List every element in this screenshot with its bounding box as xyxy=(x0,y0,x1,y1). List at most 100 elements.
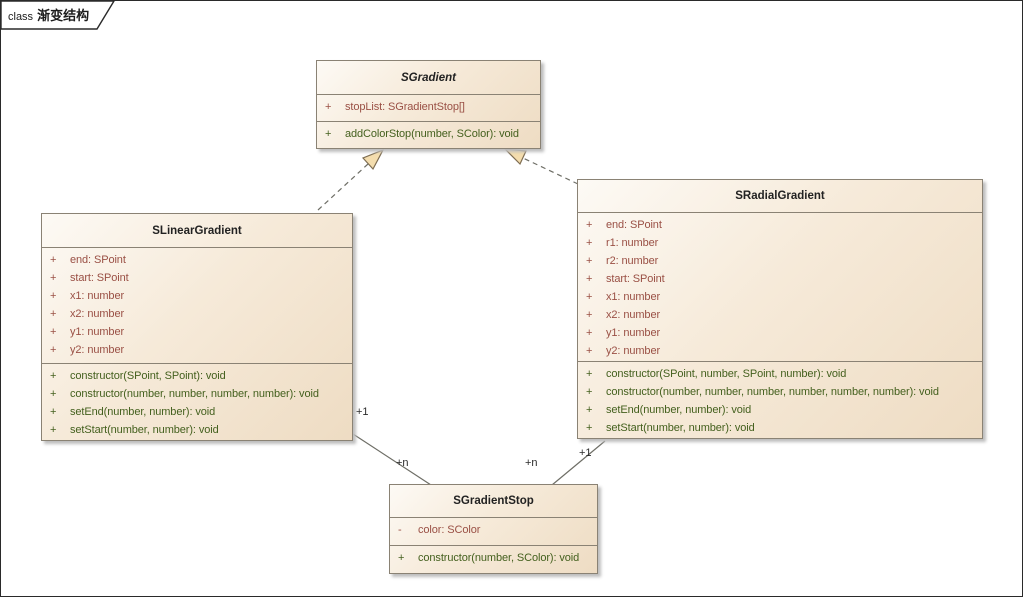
frame-tab-shape xyxy=(1,1,115,30)
attribute-text: end: SPoint xyxy=(606,219,662,231)
class-box-sgradientstop[interactable]: SGradientStop - color: SColor + constructo… xyxy=(389,484,598,574)
class-title: SLinearGradient xyxy=(42,214,352,247)
class-name: SGradient xyxy=(401,71,456,84)
method-text: constructor(SPoint, number, SPoint, numb… xyxy=(606,368,847,380)
multiplicity-label-radial-source: +1 xyxy=(579,447,592,459)
visibility-sign: + xyxy=(50,290,57,302)
multiplicity-label-linear-source: +1 xyxy=(356,406,369,418)
attribute-text: start: SPoint xyxy=(606,273,665,285)
method-row: + addColorStop(number, SColor): void xyxy=(317,125,540,143)
visibility-sign: + xyxy=(50,344,57,356)
visibility-sign: + xyxy=(586,255,593,267)
attribute-text: x2: number xyxy=(606,309,661,321)
attribute-row: + x2: number xyxy=(42,305,352,323)
visibility-sign: + xyxy=(50,308,57,320)
attribute-text: color: SColor xyxy=(418,524,481,536)
method-row: + constructor(number, SColor): void xyxy=(390,549,597,567)
attribute-text: r2: number xyxy=(606,255,659,267)
visibility-sign: + xyxy=(325,101,332,113)
methods-compartment: + constructor(number, SColor): void xyxy=(390,545,597,573)
visibility-sign: + xyxy=(586,237,593,249)
generalization-radial-to-gradient[interactable] xyxy=(503,148,579,185)
method-row: +setEnd(number, number): void xyxy=(578,401,982,419)
visibility-sign: + xyxy=(586,386,593,398)
attribute-text: y2: number xyxy=(70,344,125,356)
class-name: SRadialGradient xyxy=(735,190,825,202)
attribute-text: y2: number xyxy=(606,345,661,357)
methods-compartment: + constructor(SPoint, number, SPoint, num… xyxy=(578,361,982,438)
attribute-row: - color: SColor xyxy=(390,521,597,539)
attribute-row: + end: SPoint xyxy=(42,251,352,269)
class-box-sgradient[interactable]: SGradient + stopList: SGradientStop[] + ad… xyxy=(316,60,541,149)
attributes-compartment: - color: SColor xyxy=(390,517,597,545)
method-row: + setStart(number, number): void xyxy=(42,421,352,439)
method-text: constructor(number, SColor): void xyxy=(418,552,580,564)
visibility-sign: + xyxy=(50,254,57,266)
attribute-row: +start: SPoint xyxy=(42,269,352,287)
visibility-sign: + xyxy=(586,368,593,380)
method-text: constructor(number, number, number, numb… xyxy=(606,386,939,398)
method-text: setStart(number, number): void xyxy=(70,424,219,436)
attribute-row: + y1: number xyxy=(578,324,982,342)
class-title: SGradient xyxy=(317,61,540,94)
visibility-sign: + xyxy=(586,219,593,231)
method-row: + constructor(SPoint, number, SPoint, num… xyxy=(578,365,982,383)
attributes-compartment: +end: SPoint +start: SPoint +x1: number … xyxy=(42,247,352,363)
attribute-row: + y1: number xyxy=(42,323,352,341)
methods-compartment: + addColorStop(number, SColor): void xyxy=(317,121,540,148)
attribute-text: end: SPoint xyxy=(70,254,126,266)
attribute-row: +x1: number xyxy=(42,287,352,305)
class-name: SLinearGradient xyxy=(152,224,242,237)
visibility-sign: + xyxy=(586,422,593,434)
class-name: SGradientStop xyxy=(453,495,534,507)
attribute-row: + y2: number xyxy=(42,341,352,359)
visibility-sign: + xyxy=(50,326,57,338)
generalization-linear-to-gradient[interactable] xyxy=(317,148,385,211)
attribute-row: + x1: number xyxy=(578,288,982,306)
visibility-sign: + xyxy=(586,273,593,285)
attribute-text: stopList: SGradientStop[] xyxy=(345,101,465,113)
attributes-compartment: + end: SPoint + r1: number + r2: number + st… xyxy=(578,212,982,361)
attributes-compartment: + stopList: SGradientStop[] xyxy=(317,94,540,121)
attribute-row: + r1: number xyxy=(578,234,982,252)
visibility-sign: - xyxy=(398,524,402,536)
visibility-sign: + xyxy=(50,424,57,436)
attribute-text: y1: number xyxy=(606,327,661,339)
method-row: +constructor(SPoint, SPoint): void xyxy=(42,367,352,385)
class-box-sradialgradient[interactable]: SRadialGradient + end: SPoint + r1: number… xyxy=(577,179,983,439)
class-box-slineargradient[interactable]: SLinearGradient +end: SPoint +start: SPo… xyxy=(41,213,353,441)
method-text: setEnd(number, number): void xyxy=(70,406,216,418)
visibility-sign: + xyxy=(586,291,593,303)
method-text: addColorStop(number, SColor): void xyxy=(345,128,519,140)
attribute-row: + end: SPoint xyxy=(578,216,982,234)
visibility-sign: + xyxy=(50,388,57,400)
visibility-sign: + xyxy=(586,327,593,339)
visibility-sign: + xyxy=(50,406,57,418)
methods-compartment: +constructor(SPoint, SPoint): void +cons… xyxy=(42,363,352,440)
multiplicity-label-linear-target: +n xyxy=(396,457,409,469)
class-title: SRadialGradient xyxy=(578,180,982,212)
generalization-arrowhead-icon xyxy=(361,148,385,171)
attribute-text: y1: number xyxy=(70,326,125,338)
visibility-sign: + xyxy=(325,128,332,140)
generalization-arrowhead-icon xyxy=(503,148,527,166)
attribute-row: + r2: number xyxy=(578,252,982,270)
attribute-row: + x2: number xyxy=(578,306,982,324)
method-row: + constructor(number, number, number, num… xyxy=(578,383,982,401)
attribute-text: x2: number xyxy=(70,308,125,320)
visibility-sign: + xyxy=(50,370,57,382)
attribute-row: + start: SPoint xyxy=(578,270,982,288)
method-row: + setEnd(number, number): void xyxy=(42,403,352,421)
attribute-text: x1: number xyxy=(606,291,661,303)
attribute-text: start: SPoint xyxy=(70,272,129,284)
attribute-text: r1: number xyxy=(606,237,659,249)
method-text: setStart(number, number): void xyxy=(606,422,755,434)
class-title: SGradientStop xyxy=(390,485,597,517)
visibility-sign: + xyxy=(398,552,405,564)
method-row: + setStart(number, number): void xyxy=(578,419,982,437)
association-radial-to-stop[interactable] xyxy=(551,440,606,486)
visibility-sign: + xyxy=(586,309,593,321)
association-linear-to-stop[interactable] xyxy=(352,433,432,486)
